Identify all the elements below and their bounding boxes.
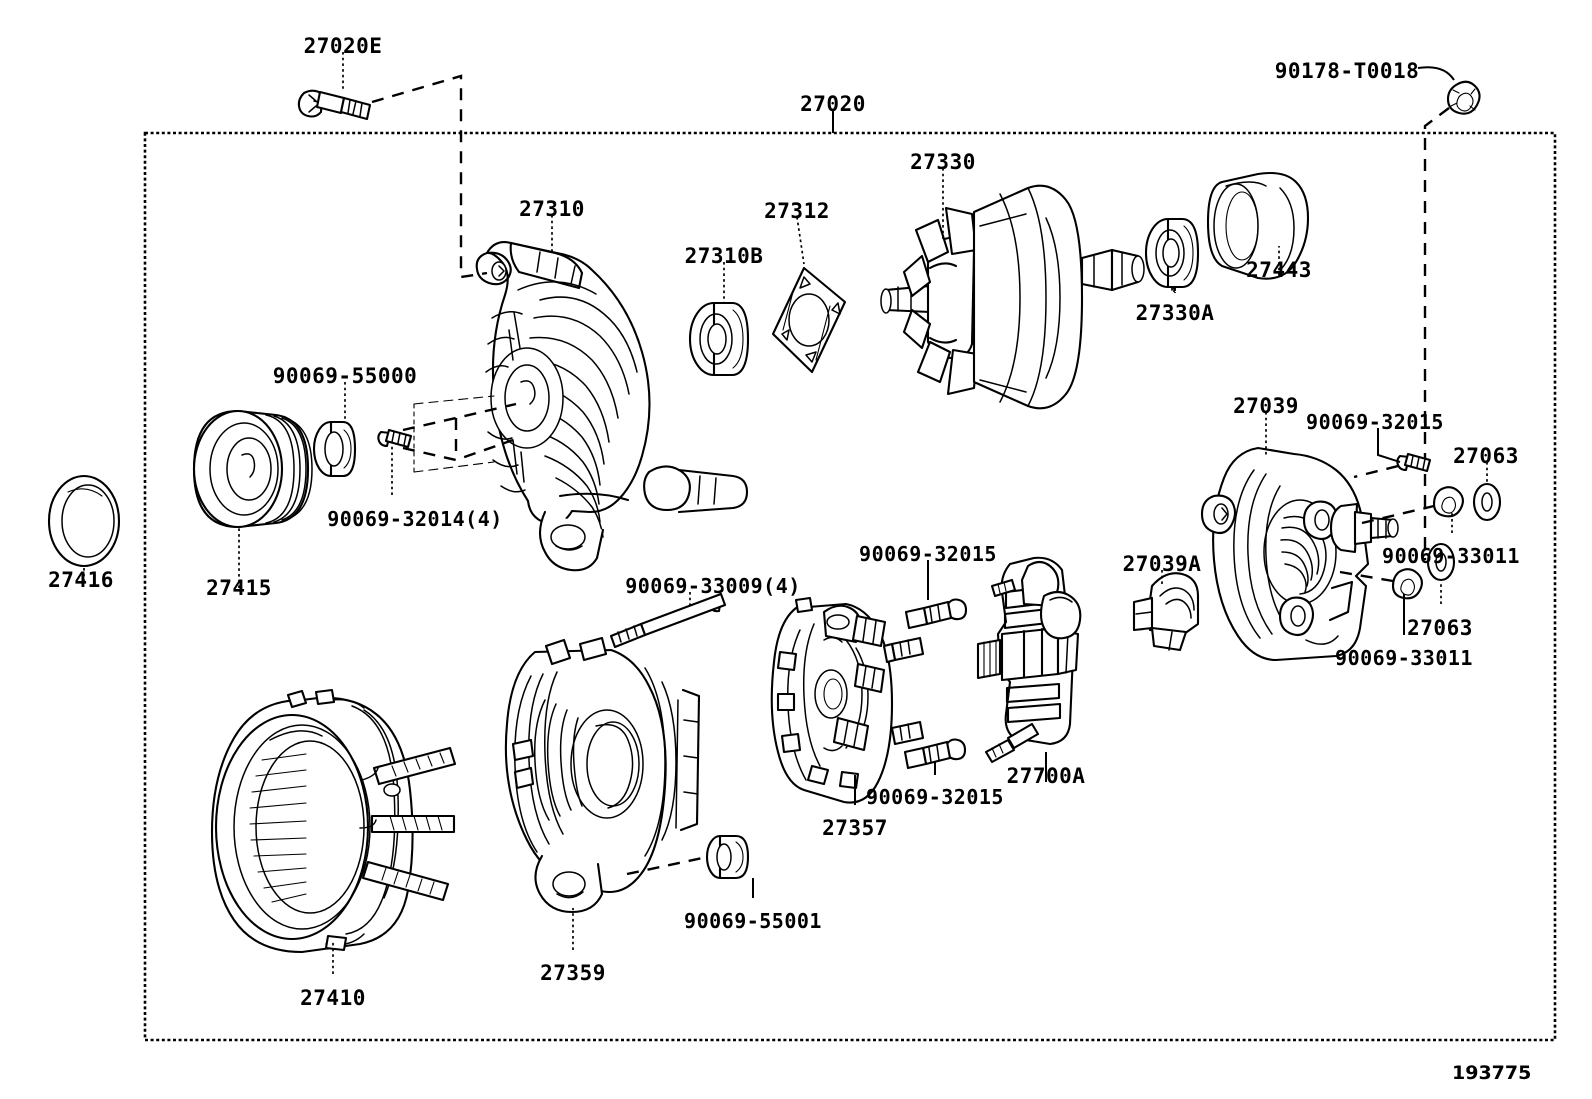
part-label-90069-33009: 90069-33009(4) — [625, 574, 801, 598]
leader-90178-t0018 — [1417, 66, 1455, 81]
part-label-27330: 27330 — [910, 150, 976, 174]
part-27310b-bearing — [688, 301, 750, 377]
part-label-90069-33011-lower: 90069-33011 — [1335, 646, 1473, 670]
part-27330-rotor — [880, 184, 1145, 410]
part-90069-32015-screw-mid — [882, 636, 925, 664]
assembly-dash-32015-rear — [1353, 464, 1399, 479]
assembly-dash-32014-a — [402, 402, 517, 432]
part-90069-32014-screw — [377, 428, 413, 449]
part-27416-seal — [47, 474, 121, 568]
part-label-27020e: 27020E — [303, 34, 383, 58]
part-27310-drive-end-frame — [475, 241, 749, 572]
part-27415-pulley — [192, 409, 313, 529]
part-label-27359: 27359 — [540, 961, 606, 985]
leader-90069-32015-rear — [1377, 428, 1401, 463]
part-27039-rear-cover — [1200, 446, 1399, 662]
part-90069-33011-nut-upper — [1432, 486, 1464, 518]
part-27357-rectifier-holder — [770, 596, 894, 804]
part-label-90069-33011-upper: 90069-33011 — [1382, 544, 1520, 568]
part-label-90069-32015-rear: 90069-32015 — [1306, 410, 1444, 434]
part-90069-33011-nut-lower — [1391, 568, 1423, 600]
part-90069-32015-screw-bottom — [903, 738, 967, 770]
part-label-90069-32014: 90069-32014(4) — [327, 507, 503, 531]
part-label-27063-lower: 27063 — [1407, 616, 1473, 640]
part-90069-32015-screw-top — [904, 598, 968, 630]
part-27063-washer-lower — [1426, 542, 1456, 582]
part-label-27410: 27410 — [300, 986, 366, 1010]
part-27063-washer-upper — [1472, 482, 1502, 522]
diagram-border — [143, 131, 1557, 1042]
part-27039a-clamp — [1132, 572, 1200, 652]
diagram-id-number: 193775 — [1452, 1062, 1532, 1084]
part-90069-32015-screw-mid2 — [890, 720, 925, 746]
part-label-27039a: 27039A — [1122, 552, 1202, 576]
part-27330a-bearing — [1144, 217, 1200, 289]
part-27443-terminal-cover — [1206, 171, 1310, 280]
part-label-27063-upper: 27063 — [1453, 444, 1519, 468]
part-90069-32015-screw-rear — [1396, 452, 1432, 473]
part-label-27415: 27415 — [206, 576, 272, 600]
part-27410-stator-coil — [210, 688, 457, 954]
part-label-90069-32015-top: 90069-32015 — [859, 542, 997, 566]
assembly-dash-27020e — [371, 74, 488, 279]
part-90069-33009-bolt — [609, 592, 727, 649]
part-label-27416: 27416 — [48, 568, 114, 592]
part-label-27312: 27312 — [764, 199, 830, 223]
part-27312-retainer-plate — [771, 266, 847, 374]
part-label-90069-32015-bottom: 90069-32015 — [866, 785, 1004, 809]
part-label-90069-55000: 90069-55000 — [272, 364, 418, 388]
part-label-27330a: 27330A — [1135, 301, 1215, 325]
part-90069-55001-spacer — [705, 834, 750, 880]
part-label-27700a: 27700A — [1006, 764, 1086, 788]
assembly-dash-32014-b — [402, 438, 514, 462]
assembly-dash-washer-upper — [1361, 504, 1435, 525]
part-90178-t0018-nut — [1446, 80, 1481, 115]
part-label-27020: 27020 — [800, 92, 866, 116]
leader-27312 — [796, 216, 805, 265]
part-27700a-voltage-regulator — [976, 556, 1082, 764]
part-27020e-bolt — [297, 89, 372, 121]
part-label-27357: 27357 — [822, 816, 888, 840]
part-27359-rear-end-frame — [504, 636, 701, 914]
assembly-dash-nut-lower — [1339, 570, 1394, 583]
part-label-27443: 27443 — [1246, 258, 1312, 282]
part-label-27310b: 27310B — [684, 244, 764, 268]
part-label-27039: 27039 — [1233, 394, 1299, 418]
part-label-90069-55001: 90069-55001 — [684, 909, 822, 933]
assembly-dash-55001 — [626, 854, 713, 876]
part-label-90178-t0018: 90178-T0018 — [1274, 59, 1420, 83]
part-90069-55000-spacer — [312, 420, 357, 478]
part-label-27310: 27310 — [519, 197, 585, 221]
assembly-dash-90178 — [1423, 107, 1450, 560]
